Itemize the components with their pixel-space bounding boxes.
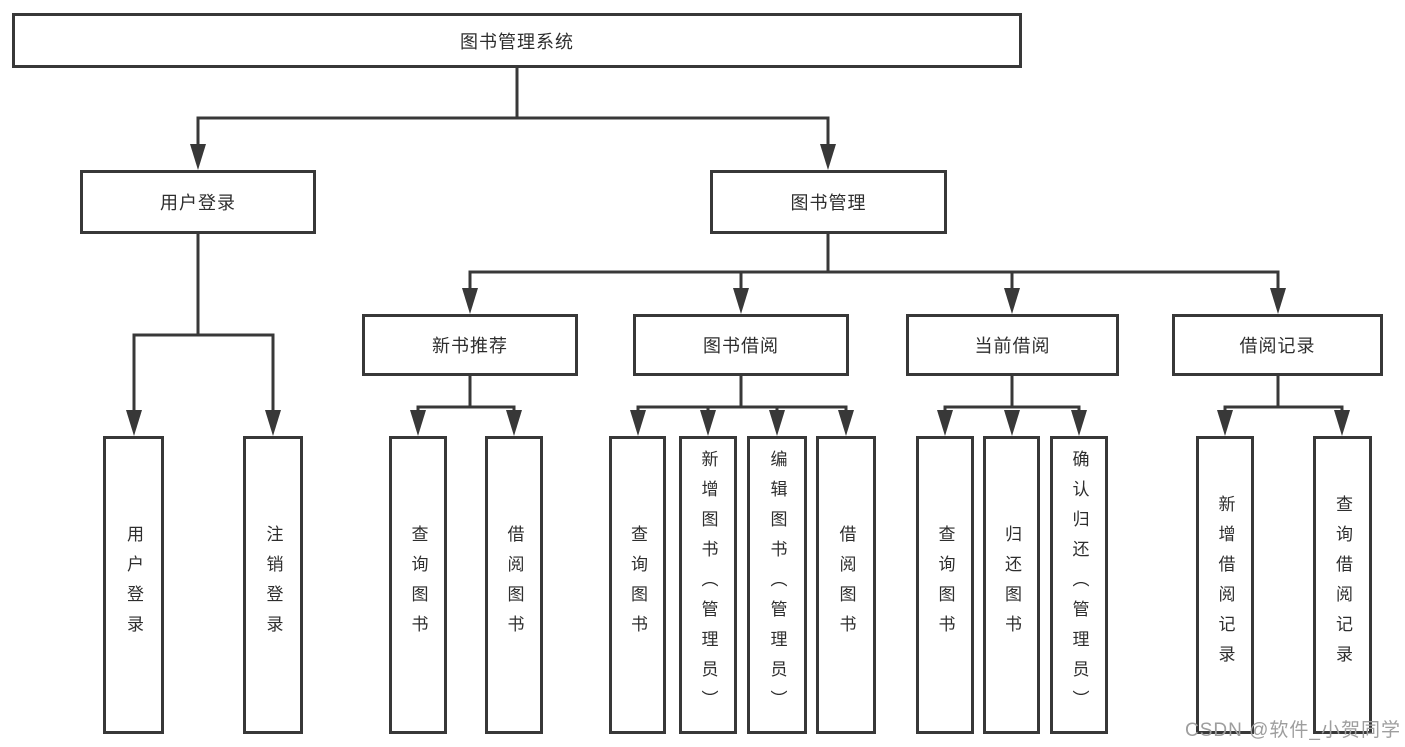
leaf-borrow-add-books-admin-label: 新增图书（管理员） xyxy=(698,450,718,720)
node-borrow-records-label: 借阅记录 xyxy=(1239,336,1316,356)
arrowhead-down xyxy=(937,410,953,436)
arrowhead-down xyxy=(700,410,716,436)
leaf-borrow-add-books-admin: 新增图书（管理员） xyxy=(679,436,737,734)
leaf-records-query-record-label: 查询借阅记录 xyxy=(1333,495,1352,675)
leaf-current-confirm-return-admin: 确认归还（管理员） xyxy=(1050,436,1108,734)
arrowhead-down xyxy=(630,410,646,436)
node-book-management: 图书管理 xyxy=(710,170,947,234)
leaf-records-add-record-label: 新增借阅记录 xyxy=(1215,495,1235,675)
leaf-current-query-books: 查询图书 xyxy=(916,436,974,734)
leaf-newbooks-borrow-books: 借阅图书 xyxy=(485,436,543,734)
leaf-current-return-books: 归还图书 xyxy=(983,436,1040,734)
node-new-book-recommend: 新书推荐 xyxy=(362,314,578,376)
leaf-records-add-record: 新增借阅记录 xyxy=(1196,436,1254,734)
arrowhead-down xyxy=(506,410,522,436)
node-user-login: 用户登录 xyxy=(80,170,316,234)
leaf-borrow-edit-books-admin: 编辑图书（管理员） xyxy=(747,436,807,734)
node-library-system: 图书管理系统 xyxy=(12,13,1022,68)
arrowhead-down xyxy=(462,288,478,314)
arrowhead-down xyxy=(733,288,749,314)
leaf-current-confirm-return-admin-label: 确认归还（管理员） xyxy=(1069,450,1089,720)
leaf-borrow-query-books: 查询图书 xyxy=(609,436,666,734)
leaf-newbooks-query-books: 查询图书 xyxy=(389,436,447,734)
node-book-borrow-label: 图书借阅 xyxy=(703,336,779,356)
node-current-borrow-label: 当前借阅 xyxy=(974,336,1051,356)
leaf-current-query-books-label: 查询图书 xyxy=(935,525,955,645)
arrowhead-down xyxy=(1004,288,1020,314)
arrowhead-down xyxy=(1270,288,1286,314)
leaf-current-return-books-label: 归还图书 xyxy=(1002,525,1021,645)
node-user-login-label: 用户登录 xyxy=(160,193,236,213)
leaf-user-login-label: 用户登录 xyxy=(124,525,143,645)
leaf-borrow-query-books-label: 查询图书 xyxy=(628,525,647,645)
arrowhead-down xyxy=(1071,410,1087,436)
arrowhead-down xyxy=(410,410,426,436)
leaf-borrow-edit-books-admin-label: 编辑图书（管理员） xyxy=(767,450,787,720)
leaf-logout: 注销登录 xyxy=(243,436,303,734)
node-new-book-recommend-label: 新书推荐 xyxy=(432,336,508,356)
arrowhead-down xyxy=(838,410,854,436)
leaf-borrow-borrow-books-label: 借阅图书 xyxy=(836,525,856,645)
leaf-borrow-borrow-books: 借阅图书 xyxy=(816,436,876,734)
node-book-management-label: 图书管理 xyxy=(790,193,867,213)
arrowhead-down xyxy=(820,144,836,170)
node-book-borrow: 图书借阅 xyxy=(633,314,849,376)
arrowhead-down xyxy=(769,410,785,436)
leaf-newbooks-query-books-label: 查询图书 xyxy=(408,525,428,645)
arrowhead-down xyxy=(190,144,206,170)
leaf-records-query-record: 查询借阅记录 xyxy=(1313,436,1372,734)
node-library-system-label: 图书管理系统 xyxy=(460,31,574,52)
arrowhead-down xyxy=(1004,410,1020,436)
leaf-logout-label: 注销登录 xyxy=(263,525,283,645)
node-current-borrow: 当前借阅 xyxy=(906,314,1119,376)
arrowhead-down xyxy=(1334,410,1350,436)
leaf-newbooks-borrow-books-label: 借阅图书 xyxy=(504,525,524,645)
node-borrow-records: 借阅记录 xyxy=(1172,314,1383,376)
arrowhead-down xyxy=(126,410,142,436)
csdn-watermark: CSDN @软件_小贺同学 xyxy=(1185,720,1401,741)
leaf-user-login: 用户登录 xyxy=(103,436,164,734)
arrowhead-down xyxy=(1217,410,1233,436)
arrowhead-down xyxy=(265,410,281,436)
